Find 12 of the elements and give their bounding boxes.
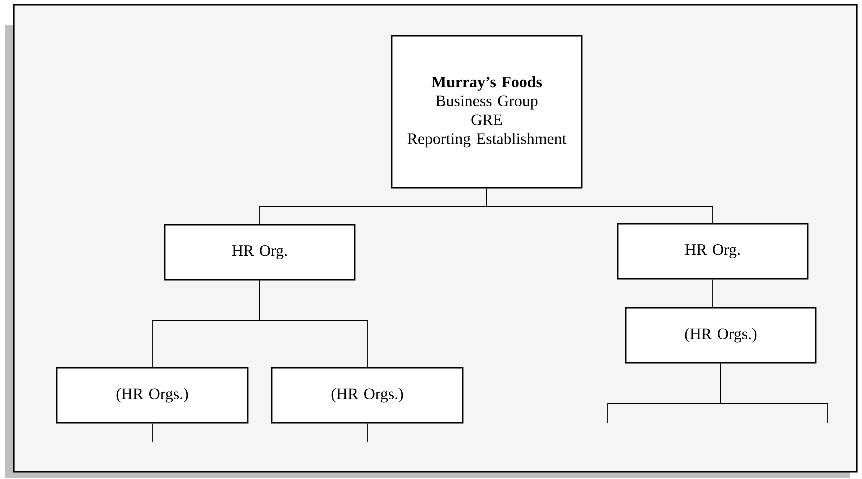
org-box: (HR Orgs.) <box>56 367 249 424</box>
connector-line <box>720 363 828 424</box>
connector-line <box>486 188 714 224</box>
org-box: Murray’s Foods Business Group GRE Reporting Establishment <box>391 35 583 189</box>
org-box: (HR Orgs.) <box>625 307 817 364</box>
org-box: HR Org. <box>164 224 356 281</box>
connector-line <box>367 423 368 442</box>
connector-line <box>152 423 153 442</box>
connector-line <box>712 279 714 308</box>
org-box: HR Org. <box>617 223 809 280</box>
org-box: (HR Orgs.) <box>271 367 464 424</box>
connector-line <box>260 280 368 368</box>
